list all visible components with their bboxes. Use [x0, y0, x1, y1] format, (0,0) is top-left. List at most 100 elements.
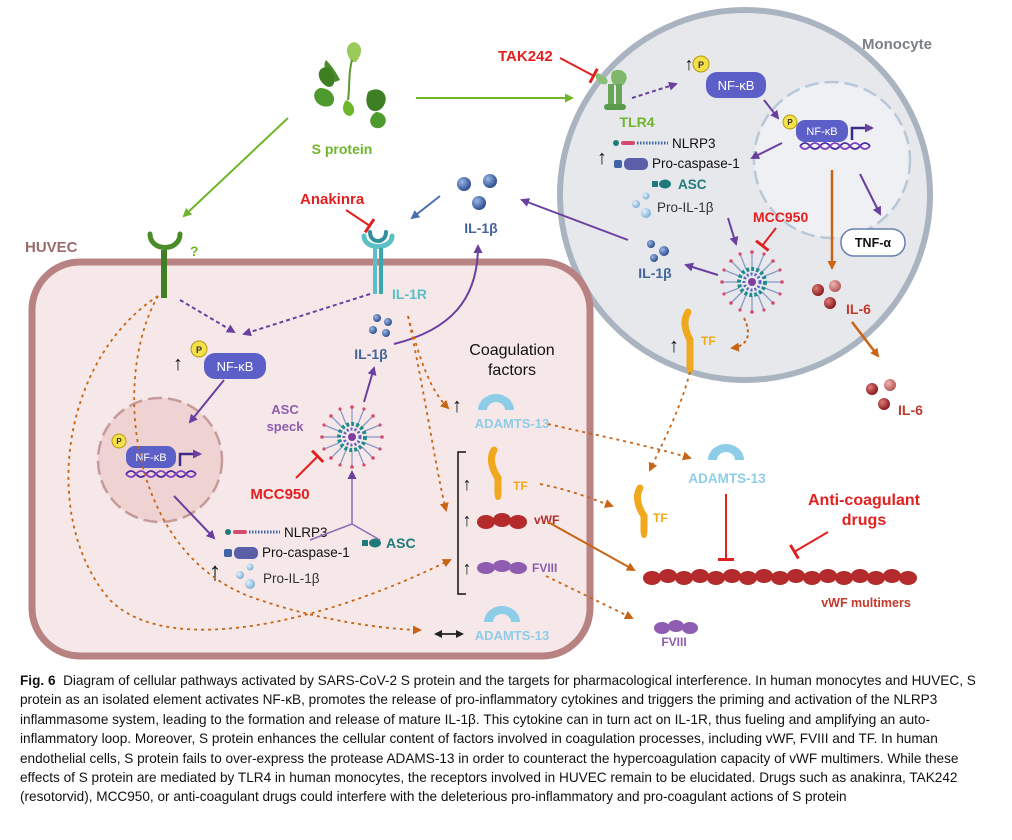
vwf-bead — [643, 571, 661, 585]
increase-arrow-nlrp3-huvec: ↑ — [209, 556, 222, 586]
tlr4-label: TLR4 — [620, 114, 655, 130]
tf-mono-icon — [681, 308, 694, 372]
vwf-bead — [835, 571, 853, 585]
vwf-bead — [659, 569, 677, 583]
fviii-huvec-icon — [477, 560, 527, 574]
il6-mono-icon — [812, 280, 841, 309]
il1r-label: IL-1R — [392, 286, 427, 302]
arrow-nfkb-to-nlrp3-mono — [750, 142, 783, 159]
arrow-il1b-to-il1r — [410, 195, 441, 220]
il6-extracellular-icon — [866, 379, 896, 410]
vwf-multimers-icon — [643, 569, 917, 585]
vwf-multimers-label: vWF multimers — [821, 596, 911, 610]
phospho-icon — [111, 433, 127, 449]
tnfa-box — [840, 228, 906, 257]
arrow-nfkb-to-nucleus-huvec — [188, 379, 225, 424]
nfkb-nuclear-mono-box — [796, 120, 848, 142]
vwf-huvec-icon — [477, 513, 527, 529]
asc-icon — [362, 538, 381, 548]
increase-arrow-nfkb-huvec: ↑ — [173, 353, 183, 375]
il1b-extracellular-icon — [457, 174, 497, 210]
transcription-arrow-icon — [850, 123, 874, 140]
arrow-receptor-to-nfkb-huvec — [179, 299, 236, 334]
vwf-bead — [819, 569, 837, 583]
mcc950-huvec-label: MCC950 — [250, 486, 309, 503]
arrow-vwf-out — [547, 521, 636, 571]
anakinra-label: Anakinra — [300, 191, 365, 208]
vwf-bead — [803, 571, 821, 585]
question-label: ? — [190, 243, 199, 259]
il1b-mono-label: IL-1β — [638, 265, 672, 281]
nlrp3-icon — [225, 529, 280, 535]
nfkb-nuclear-huvec-box — [126, 446, 176, 468]
nfkb-nuclear-huvec-label: NF-κB — [135, 452, 166, 464]
adamts13-huvec-label: ADAMTS-13 — [475, 416, 549, 431]
vwf-bead — [723, 569, 741, 583]
figure-caption: Fig. 6 Diagram of cellular pathways acti… — [20, 671, 995, 807]
tf-huvec-label: TF — [513, 479, 528, 493]
nfkb-nuclear-mono-label: NF-κB — [806, 126, 837, 138]
monocyte-label: Monocyte — [862, 36, 932, 53]
vwf-bead — [787, 569, 805, 583]
il1b-mono-icon — [647, 240, 669, 262]
tf-huvec-icon — [488, 446, 502, 498]
il6-mono-label: IL-6 — [846, 301, 871, 317]
increase-arrow-tf-mono: ↑ — [669, 335, 679, 357]
vwf-bead — [851, 569, 869, 583]
nfkb-mono-box — [706, 72, 766, 98]
increase-arrow-fviii-huvec: ↑ — [463, 558, 472, 578]
arrow-nfkb-to-nucleus-mono — [763, 99, 780, 120]
anakinra-inhibition — [345, 209, 376, 234]
nfkb-huvec-box — [204, 353, 266, 379]
mcc950-mono-label: MCC950 — [753, 209, 808, 225]
pro-il1b-icon — [236, 563, 255, 589]
phospho-icon — [190, 340, 208, 358]
phospho-label: P — [116, 437, 122, 446]
nlrp3-icon — [613, 140, 668, 146]
asc-huvec-label: ASC — [386, 535, 416, 551]
pro-il1b-mono-label: Pro-IL-1β — [657, 200, 714, 215]
adamts13-icon — [478, 394, 514, 410]
vwf-bead — [771, 571, 789, 585]
arrow-s-to-huvec-receptor — [182, 117, 289, 218]
nlrp3-huvec-label: NLRP3 — [284, 525, 328, 540]
phospho-icon — [692, 55, 710, 73]
connector-asc — [351, 523, 381, 541]
increase-arrow-nlrp3-mono: ↑ — [597, 147, 607, 169]
pro-caspase1-huvec-label: Pro-caspase-1 — [262, 545, 350, 560]
fviii-outside-label: FVIII — [661, 635, 686, 649]
arrow-receptor-to-adamts — [133, 295, 422, 635]
tlr4-receptor-icon — [595, 69, 627, 110]
transcription-arrow-icon — [178, 449, 202, 466]
anticoag-inhibition — [789, 531, 829, 560]
pro-caspase-icon — [614, 158, 648, 170]
pro-caspase1-mono-label: Pro-caspase-1 — [652, 156, 740, 171]
tnfa-label: TNF-α — [855, 236, 891, 250]
phospho-label: P — [787, 118, 793, 127]
adamts13-icon — [484, 606, 520, 622]
vwf-bead — [707, 571, 725, 585]
mcc950-huvec-inhibition — [295, 449, 325, 479]
vwf-bead — [675, 571, 693, 585]
arrow-speck-to-il1b-huvec — [363, 366, 377, 403]
tf-outside-label: TF — [653, 511, 668, 525]
unknown-receptor-icon — [147, 231, 183, 298]
tak242-label: TAK242 — [498, 48, 553, 65]
increase-arrow-adamts-huvec: ↑ — [452, 395, 462, 417]
vwf-bead — [867, 571, 885, 585]
arrow-nucleus-to-nlrp3-huvec — [173, 495, 216, 540]
fviii-huvec-label: FVIII — [532, 561, 557, 575]
arrow-il6-out — [851, 321, 880, 358]
increase-arrow-vwf-huvec: ↑ — [463, 510, 472, 530]
pro-il1b-icon — [632, 192, 651, 218]
asc-icon — [652, 179, 671, 189]
arrow-fviii-out — [545, 575, 634, 619]
il1b-extracellular-label: IL-1β — [464, 220, 498, 236]
tak242-inhibition — [559, 57, 599, 84]
caption-text: Diagram of cellular pathways activated b… — [20, 673, 976, 805]
spike-protein-icon — [314, 42, 386, 129]
fviii-outside-icon — [654, 620, 698, 634]
